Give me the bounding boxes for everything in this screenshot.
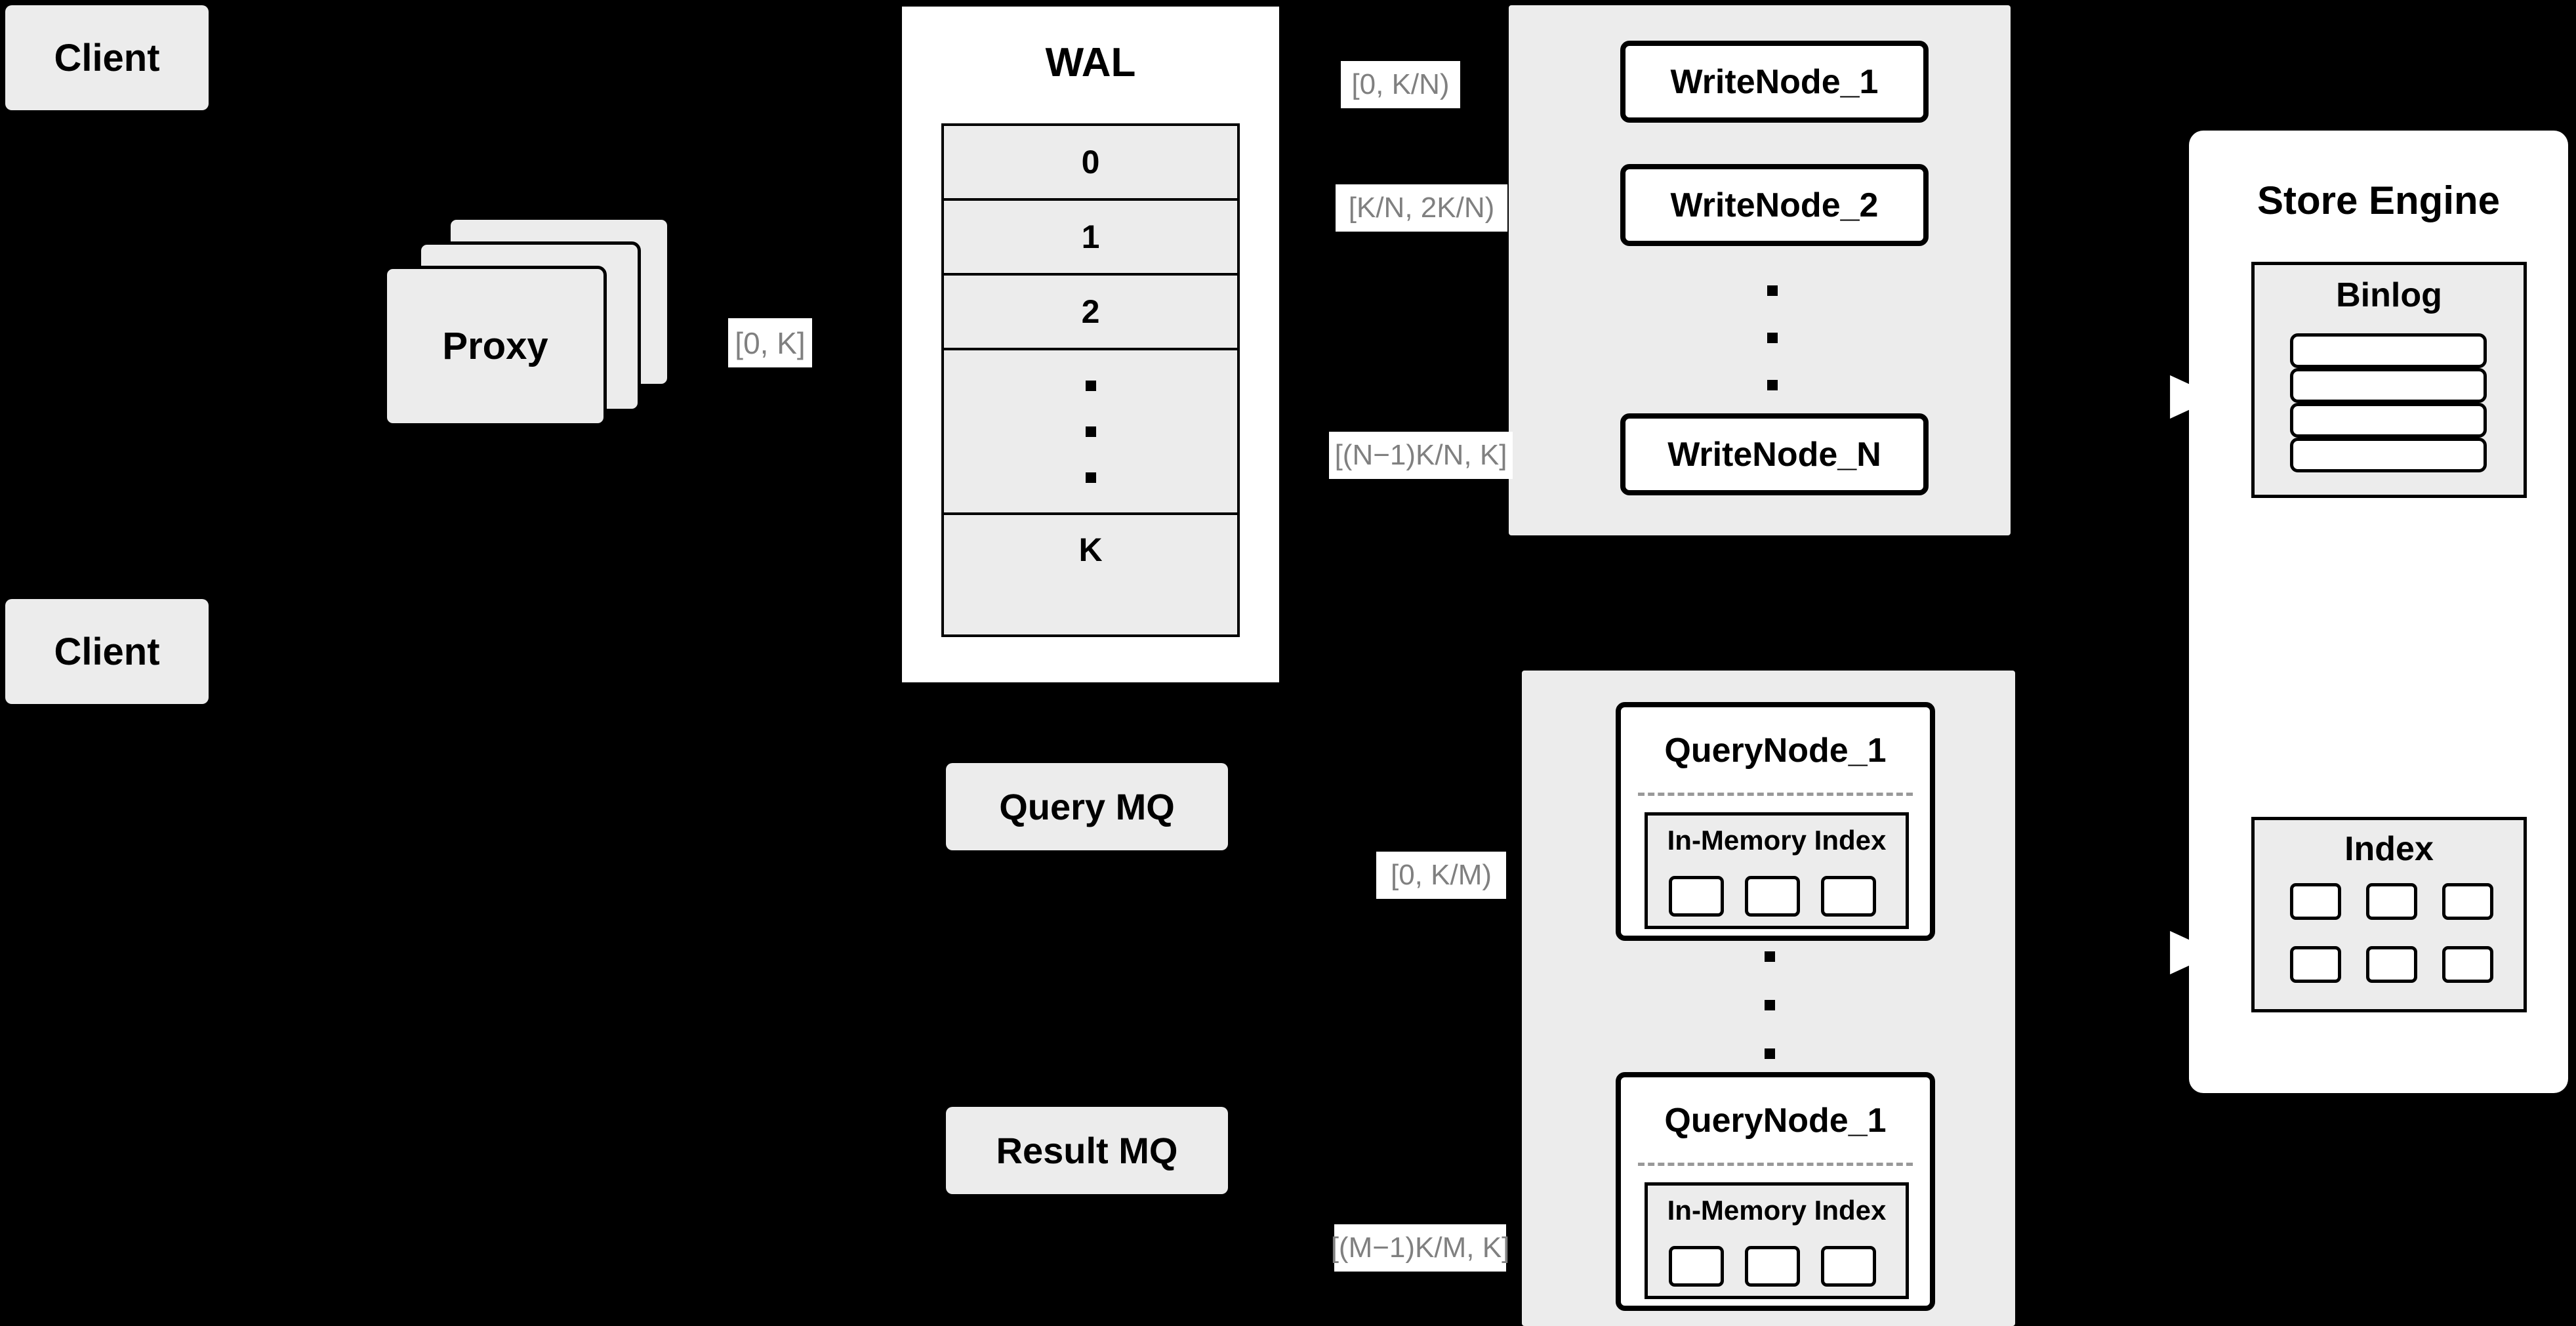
write-node-n[interactable]: WriteNode_N [1620, 413, 1929, 495]
write-node-label: WriteNode_N [1667, 435, 1881, 474]
query-group-vertical-ellipsis-icon [1765, 951, 1775, 1060]
index-segment-cell [1669, 876, 1724, 917]
client-label: Client [54, 630, 160, 673]
wal-row: 1 [944, 201, 1237, 276]
range-label-querynode-m: [(M−1)K/M, K] [1331, 1224, 1509, 1272]
write-group-vertical-ellipsis-icon [1767, 285, 1778, 390]
index-cell [2290, 946, 2341, 983]
proxy-label: Proxy [442, 325, 548, 367]
query-node-m[interactable]: QueryNode_1 In-Memory Index [1616, 1072, 1935, 1311]
wal-container: WAL 0 1 2 K [899, 3, 1282, 686]
range-label-writenode-2: [K/N, 2K/N) [1336, 184, 1507, 232]
index-cell [2366, 883, 2417, 920]
wal-title: WAL [1045, 40, 1136, 85]
binlog-title: Binlog [2336, 276, 2442, 314]
index-cell [2442, 946, 2493, 983]
binlog-box: Binlog [2251, 262, 2527, 498]
client-box-1[interactable]: Client [5, 5, 209, 110]
wal-row: 2 [944, 276, 1237, 350]
index-cell [2442, 883, 2493, 920]
index-title: Index [2344, 830, 2434, 868]
index-segment-cell [1745, 876, 1800, 917]
wal-table: 0 1 2 K [941, 123, 1240, 637]
index-segment-cell [1821, 1246, 1876, 1287]
index-segment-cell [1745, 1246, 1800, 1287]
write-node-2[interactable]: WriteNode_2 [1620, 164, 1929, 246]
write-node-label: WriteNode_2 [1670, 186, 1879, 224]
write-node-1[interactable]: WriteNode_1 [1620, 41, 1929, 123]
query-mq-box[interactable]: Query MQ [946, 763, 1228, 850]
index-segment-cell [1669, 1246, 1724, 1287]
write-node-label: WriteNode_1 [1670, 62, 1879, 101]
index-segment-cell [1821, 876, 1876, 917]
in-memory-index-title: In-Memory Index [1667, 825, 1887, 856]
binlog-row [2290, 403, 2487, 438]
index-cell [2290, 883, 2341, 920]
store-engine-container: Store Engine Binlog Index [2189, 131, 2568, 1093]
range-label-querynode-1: [0, K/M) [1376, 852, 1506, 899]
wal-row: K [1078, 531, 1103, 568]
range-label-writenode-n: [(N−1)K/N, K] [1329, 432, 1513, 479]
index-cell [2366, 946, 2417, 983]
query-node-divider [1638, 793, 1913, 796]
store-engine-title: Store Engine [2257, 178, 2501, 222]
wal-row: 0 [944, 126, 1237, 201]
query-mq-label: Query MQ [999, 786, 1175, 827]
binlog-row [2290, 368, 2487, 403]
proxy-box[interactable]: Proxy [384, 266, 607, 426]
binlog-row [2290, 438, 2487, 472]
client-box-2[interactable]: Client [5, 599, 209, 704]
range-label-proxy-to-wal: [0, K] [728, 318, 812, 367]
index-box: Index [2251, 817, 2527, 1012]
result-mq-box[interactable]: Result MQ [946, 1107, 1228, 1194]
query-node-1[interactable]: QueryNode_1 In-Memory Index [1616, 702, 1935, 941]
client-label: Client [54, 36, 160, 79]
vertical-ellipsis-icon [1085, 380, 1096, 483]
in-memory-index-title: In-Memory Index [1667, 1195, 1887, 1226]
query-node-divider [1638, 1163, 1913, 1166]
in-memory-index-box: In-Memory Index [1645, 1182, 1909, 1299]
result-mq-label: Result MQ [996, 1130, 1178, 1171]
range-label-writenode-1: [0, K/N) [1341, 61, 1460, 108]
query-node-title: QueryNode_1 [1664, 1102, 1887, 1140]
binlog-row [2290, 333, 2487, 368]
in-memory-index-box: In-Memory Index [1645, 812, 1909, 929]
query-node-title: QueryNode_1 [1664, 732, 1887, 770]
wal-row-ellipsis [944, 350, 1237, 515]
